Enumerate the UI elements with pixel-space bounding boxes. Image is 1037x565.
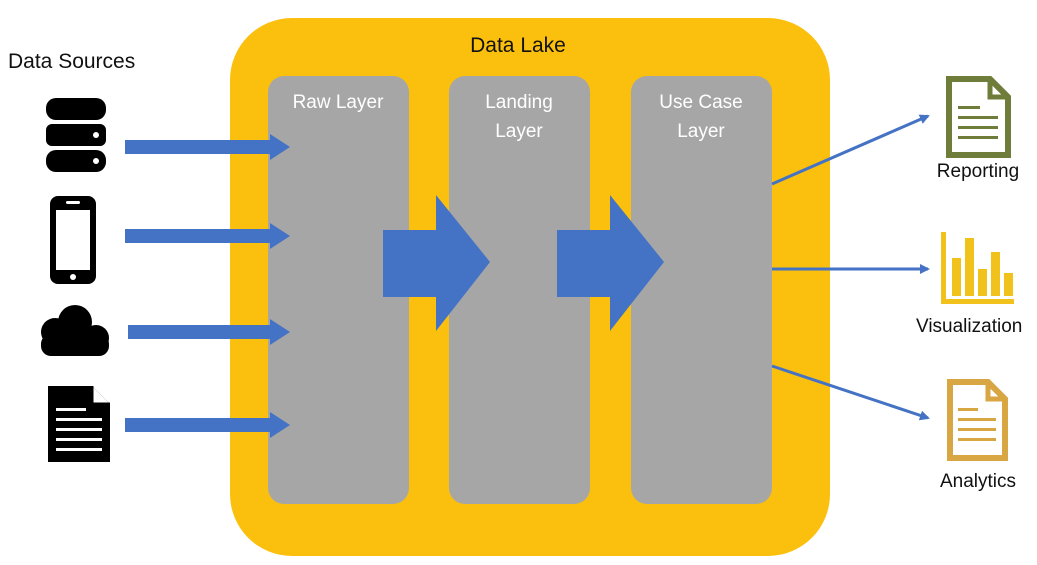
source-arrow-database (125, 134, 290, 160)
analytics-document-icon (947, 379, 1008, 461)
output-arrow-analytics (771, 364, 930, 421)
landing-layer-label-line1: Landing (485, 92, 553, 113)
bar-chart-icon (941, 232, 1014, 304)
use-case-layer-box (631, 76, 772, 504)
data-lake-title: Data Lake (470, 34, 566, 57)
output-label-reporting: Reporting (937, 161, 1019, 182)
use-case-layer-label-line1: Use Case (659, 92, 742, 113)
landing-layer-label-line2: Layer (495, 121, 543, 142)
cloud-icon (41, 305, 109, 356)
document-icon (48, 386, 110, 462)
raw-layer-label: Raw Layer (293, 92, 384, 113)
source-arrow-document (125, 412, 290, 438)
output-label-analytics: Analytics (940, 471, 1016, 492)
mobile-phone-icon (50, 196, 96, 284)
source-arrow-mobile (125, 223, 290, 249)
landing-to-use-case-arrow (557, 195, 664, 331)
output-label-visualization: Visualization (916, 316, 1022, 337)
source-arrow-cloud (128, 319, 290, 345)
use-case-layer-label-line2: Layer (677, 121, 725, 142)
raw-to-landing-arrow (383, 195, 490, 331)
output-arrow-reporting (771, 114, 930, 186)
data-sources-title: Data Sources (8, 50, 135, 73)
database-icon (46, 98, 106, 172)
report-document-icon (946, 76, 1011, 158)
landing-layer-box (449, 76, 590, 504)
raw-layer-box (268, 76, 409, 504)
